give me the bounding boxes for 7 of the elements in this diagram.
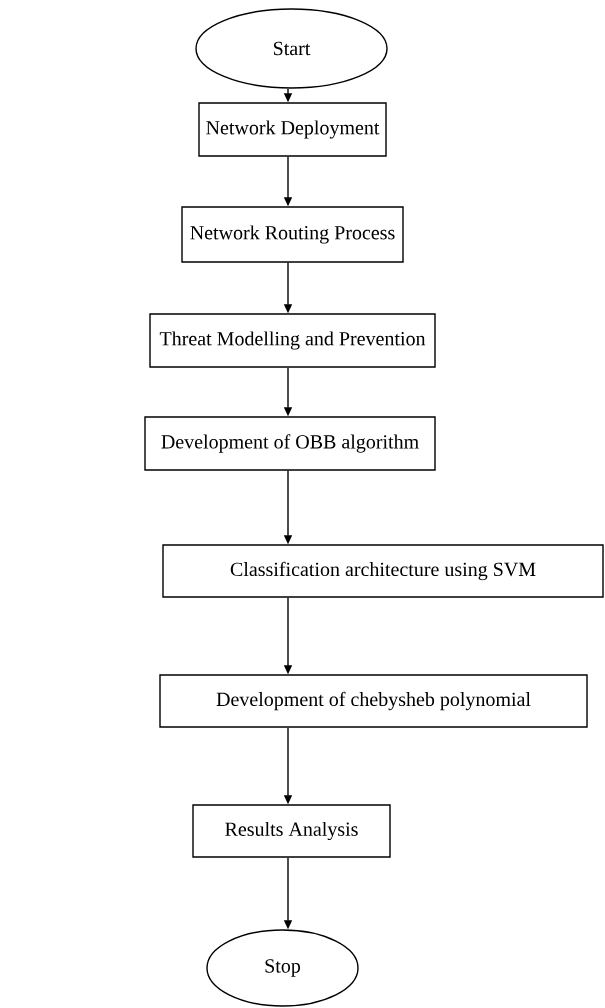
process-box: Results Analysis (192, 804, 391, 858)
process-box: Development of OBB algorithm (144, 416, 436, 471)
process-box: Development of chebysheb polynomial (159, 674, 588, 728)
process-box: Threat Modelling and Prevention (149, 313, 436, 368)
process-box: Network Routing Process (181, 206, 404, 263)
process-box: Network Deployment (198, 102, 387, 157)
process-box: Classification architecture using SVM (162, 544, 604, 598)
